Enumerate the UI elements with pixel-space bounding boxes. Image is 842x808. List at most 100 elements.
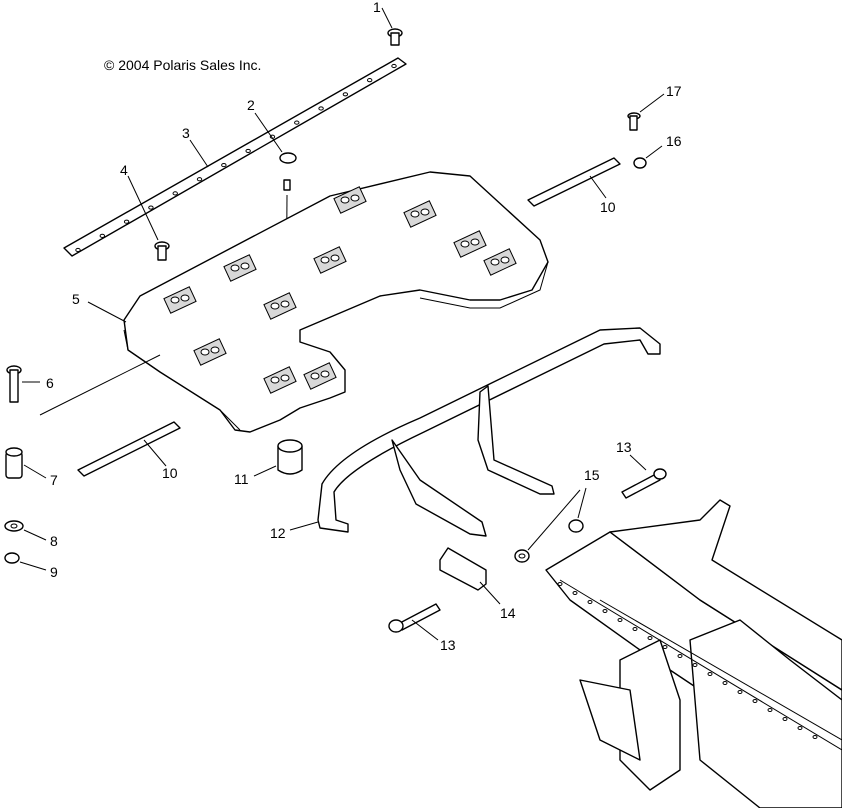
hole-detail — [240, 262, 250, 270]
part-16-nut — [633, 145, 663, 169]
hole-detail — [557, 582, 563, 586]
hole-detail — [294, 120, 300, 125]
hole-detail — [812, 735, 818, 739]
rack-compartment — [193, 338, 227, 366]
part-14-plate — [439, 547, 501, 605]
part-1-bolt — [381, 7, 403, 46]
rack-compartment — [453, 230, 487, 258]
hole-detail — [245, 148, 251, 154]
hole-detail — [196, 177, 203, 182]
callout-14: 14 — [500, 605, 516, 621]
hole-detail — [460, 240, 470, 248]
part-8-washer — [4, 520, 47, 541]
hole-detail — [280, 300, 290, 308]
rack-compartment — [223, 254, 257, 282]
part-13-bolt-lower — [388, 603, 441, 641]
hole-detail — [647, 636, 653, 640]
callout-15: 15 — [584, 467, 600, 483]
hole-detail — [707, 672, 713, 676]
hole-detail — [170, 296, 180, 304]
part-15-nut-washer — [514, 487, 587, 563]
hole-detail — [270, 302, 280, 310]
hole-detail — [123, 219, 130, 224]
hole-detail — [350, 194, 360, 202]
hole-detail — [318, 106, 324, 111]
part-12-support-tube — [289, 327, 661, 537]
rack-compartment — [483, 248, 517, 276]
hole-detail — [797, 726, 803, 730]
callout-16: 16 — [666, 133, 682, 149]
callout-7: 7 — [50, 472, 58, 488]
callout-10-left: 10 — [162, 465, 178, 481]
vehicle-frame — [545, 499, 842, 808]
callout-1: 1 — [373, 0, 381, 15]
hole-detail — [280, 374, 290, 382]
hole-detail — [330, 254, 340, 262]
hole-detail — [230, 264, 240, 272]
hole-detail — [366, 78, 373, 83]
hole-detail — [148, 205, 154, 210]
part-10-bracket-left — [77, 421, 181, 477]
rack-compartment — [403, 200, 437, 228]
part-10-bracket-right — [527, 157, 621, 207]
hole-detail — [391, 63, 397, 69]
hole-detail — [340, 196, 350, 204]
callout-5: 5 — [72, 291, 80, 307]
hole-detail — [172, 191, 178, 196]
callout-17: 17 — [666, 83, 682, 99]
hole-detail — [210, 346, 220, 354]
hole-detail — [470, 238, 480, 246]
callout-12: 12 — [270, 525, 286, 541]
hole-detail — [200, 348, 210, 356]
hole-detail — [737, 690, 743, 694]
hole-detail — [410, 210, 420, 218]
callout-10-right: 10 — [600, 199, 616, 215]
copyright-notice: © 2004 Polaris Sales Inc. — [104, 57, 262, 73]
hole-detail — [75, 247, 81, 253]
part-9-nut — [4, 552, 47, 571]
hole-detail — [310, 372, 320, 380]
callout-3: 3 — [182, 125, 190, 141]
part-5-rack — [39, 171, 549, 433]
hole-detail — [342, 92, 349, 97]
part-13-bolt-upper — [621, 454, 667, 499]
hole-detail — [632, 627, 638, 631]
part-11-spacer — [253, 439, 303, 477]
hole-detail — [572, 591, 578, 595]
rack-compartment — [313, 246, 347, 274]
hole-detail — [420, 208, 430, 216]
callout-13-upper: 13 — [616, 439, 632, 455]
hole-detail — [270, 376, 280, 384]
part-7-spacer — [5, 447, 47, 479]
hole-detail — [602, 609, 608, 613]
hole-detail — [677, 654, 683, 658]
callout-2: 2 — [247, 97, 255, 113]
hole-detail — [587, 600, 593, 604]
hole-detail — [752, 699, 758, 703]
part-3-rail — [63, 57, 407, 257]
callout-6: 6 — [46, 375, 54, 391]
hole-detail — [490, 258, 500, 266]
hole-detail — [500, 256, 510, 264]
hole-detail — [692, 663, 698, 667]
hole-detail — [180, 294, 190, 302]
hole-detail — [782, 717, 788, 721]
part-17-bolt — [627, 93, 665, 131]
callout-4: 4 — [120, 162, 128, 178]
rack-compartment — [303, 362, 337, 390]
callout-9: 9 — [50, 564, 58, 580]
hole-detail — [221, 162, 227, 168]
hole-detail — [722, 681, 728, 685]
hole-detail — [767, 708, 773, 712]
rack-compartment — [263, 292, 297, 320]
rack-compartment — [333, 186, 367, 214]
callout-8: 8 — [50, 533, 58, 549]
hole-detail — [662, 645, 668, 649]
hole-detail — [320, 370, 330, 378]
hole-detail — [320, 256, 330, 264]
part-6-bolt — [6, 365, 40, 403]
part-4-bolt — [127, 175, 170, 261]
hole-detail — [617, 618, 623, 622]
rack-compartment — [263, 366, 297, 394]
